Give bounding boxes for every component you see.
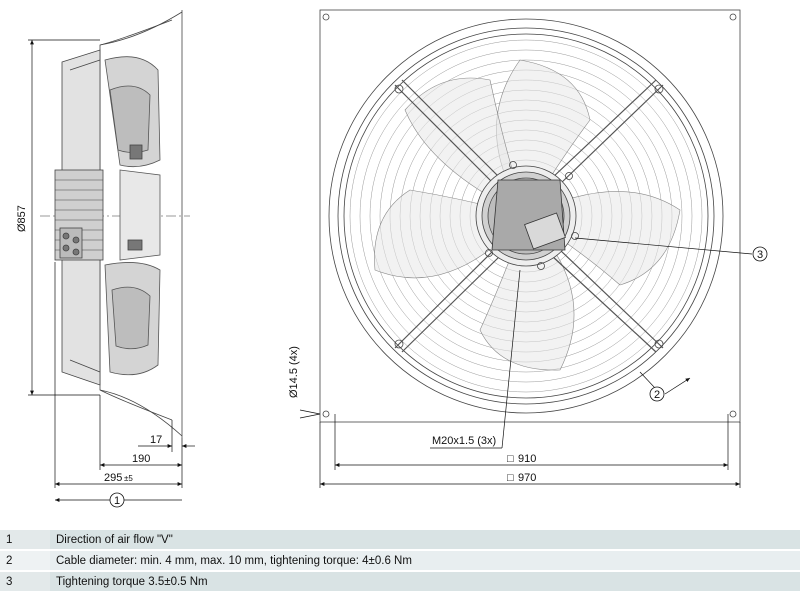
side-view [40,10,190,438]
width-295-label: 295 [104,472,122,484]
width-17-label: 17 [150,434,162,446]
note-number: 2 [0,550,50,572]
front-dimensions [299,237,753,488]
width-190-label: 190 [132,453,150,465]
callout-1-label: 1 [114,495,120,507]
callout-2-label: 2 [654,389,660,401]
callout-2-circle [649,386,665,402]
note-row-2: 2 Cable diameter: min. 4 mm, max. 10 mm,… [0,550,800,572]
callout-3-label: 3 [757,249,763,261]
square-970-symbol: □ [507,472,514,484]
note-row-1: 1 Direction of air flow "V" [0,530,800,551]
note-number: 1 [0,530,50,551]
diameter-857-label: Ø857 [16,205,28,232]
notes-table: 1 Direction of air flow "V" 2 Cable diam… [0,530,800,593]
note-text: Direction of air flow "V" [50,530,800,551]
callout-3-circle [752,246,768,262]
width-295-tolerance: ±5 [124,474,133,483]
technical-drawing: Ø857 17 190 295 ±5 1 [16,9,768,508]
hole-diameter-label: Ø14.5 (4x) [288,346,300,398]
note-row-3: 3 Tightening torque 3.5±0.5 Nm [0,571,800,593]
side-dimensions [28,39,195,502]
square-910-symbol: □ [507,453,514,465]
thread-label: M20x1.5 (3x) [432,435,496,447]
square-910-label: 910 [518,453,536,465]
note-text: Cable diameter: min. 4 mm, max. 10 mm, t… [50,550,800,572]
square-970-label: 970 [518,472,536,484]
front-view [319,9,741,423]
note-number: 3 [0,571,50,593]
note-text: Tightening torque 3.5±0.5 Nm [50,571,800,593]
callout-1-circle [109,492,125,508]
